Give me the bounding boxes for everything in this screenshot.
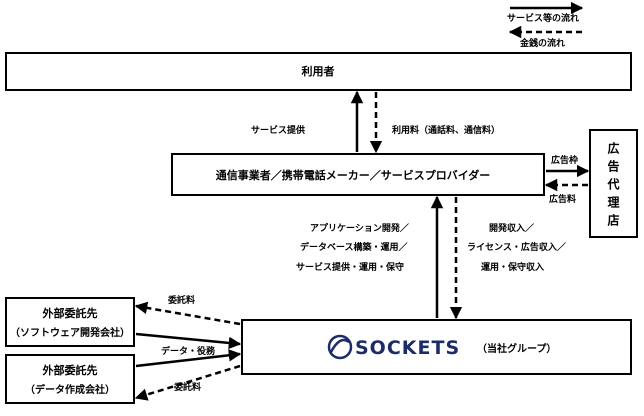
revenue-label-line3: 運用・保守収入: [481, 261, 544, 273]
carriers-box: 通信事業者／携帯電話メーカー／サービスプロバイダー: [171, 153, 545, 196]
data-service-arrow-2: [135, 349, 242, 368]
sockets-brand-text: SOCKETS: [355, 337, 460, 359]
revenue-label-line2: ライセンス・広告収入／: [467, 241, 566, 253]
ad-slot-label: 広告枠: [551, 154, 578, 166]
data-service-label: データ・役務: [161, 345, 216, 357]
ad-agency-label: 広告代理店: [606, 141, 620, 232]
ad-fee-label: 広告料: [549, 193, 576, 205]
sockets-logo-icon: [327, 334, 353, 360]
users-box: 利用者: [5, 52, 632, 91]
commission-fee-top-label: 委託料: [167, 294, 195, 306]
outsource-software-line1: 外部委託先: [42, 306, 98, 320]
ad-agency-box: 広告代理店: [589, 129, 638, 238]
commission-fee-top-arrow: [134, 301, 241, 326]
usage-fee-label: 利用料（通話料、通信料）: [391, 124, 500, 136]
development-label-line1: アプリケーション開発／: [310, 222, 409, 234]
revenue-label-line1: 開発収入／: [489, 222, 534, 234]
outsource-data-line2: （データ作成会社）: [25, 383, 115, 396]
commission-fee-bottom-arrow: [134, 364, 241, 401]
outsource-data-box: 外部委託先 （データ作成会社）: [5, 354, 135, 404]
legend-service-flow-label: サービス等の流れ: [507, 12, 579, 24]
legend-money-flow-label: 金銭の流れ: [519, 37, 565, 49]
outsource-data-line1: 外部委託先: [42, 363, 98, 377]
outsource-software-box: 外部委託先 （ソフトウェア開発会社）: [5, 297, 135, 347]
legend: サービス等の流れ 金銭の流れ: [507, 1, 584, 49]
commission-fee-bottom-label: 委託料: [173, 381, 201, 393]
users-label: 利用者: [302, 64, 335, 78]
company-suffix: （当社グループ）: [477, 342, 556, 355]
data-service-arrow-1: [135, 332, 242, 350]
service-provision-label: サービス提供: [251, 124, 305, 136]
carriers-label: 通信事業者／携帯電話メーカー／サービスプロバイダー: [216, 168, 491, 182]
outsource-software-line2: （ソフトウェア開発会社）: [10, 326, 130, 339]
development-label-line2: データベース構築・運用／: [300, 241, 408, 253]
company-box: SOCKETS （当社グループ）: [241, 319, 632, 375]
development-label-line3: サービス提供・運用・保守: [296, 261, 404, 273]
